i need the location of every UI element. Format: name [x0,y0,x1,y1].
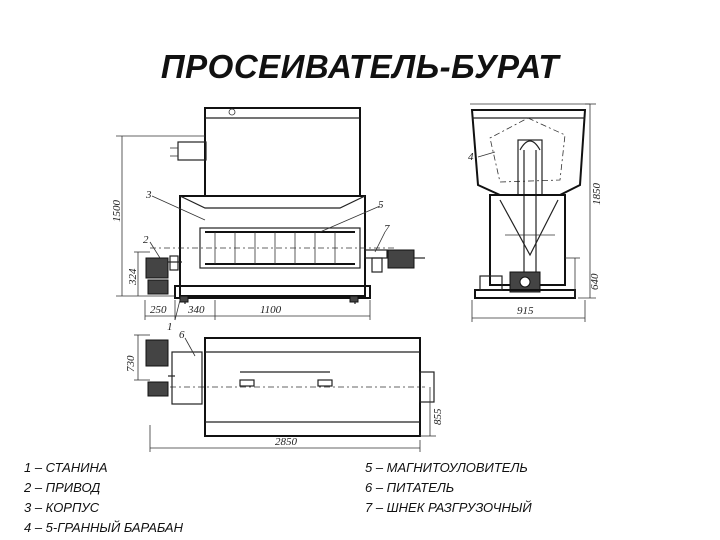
screw-motor [387,249,415,269]
body-korpus [179,195,366,297]
dim-640: 640 [589,273,601,290]
legend-item: 7 – ШНЕК РАЗГРУЗОЧНЫЙ [365,500,532,515]
dim-2850: 2850 [275,436,298,448]
dim-340: 340 [187,304,205,316]
plan-drive [145,339,169,367]
callout-2: 2 [143,234,149,246]
dim-1500: 1500 [111,200,123,223]
dim-1100: 1100 [260,304,282,316]
front-view [116,107,425,321]
legend-item: 6 – ПИТАТЕЛЬ [365,480,455,495]
callout-7: 7 [384,223,390,235]
callout-6: 6 [179,329,185,341]
dim-1850: 1850 [591,183,603,206]
dim-730: 730 [125,355,137,372]
legend-left: 1 – СТАНИНА 2 – ПРИВОД 3 – КОРПУС 4 – 5-… [24,458,183,538]
side-view [470,103,596,322]
dim-855: 855 [432,408,444,425]
callout-4: 4 [468,151,474,163]
callout-5: 5 [378,199,384,211]
dim-915: 915 [517,305,534,317]
upper-housing [204,107,361,197]
callout-3: 3 [145,189,152,201]
side-hopper [470,109,587,196]
diagram-title: ПРОСЕИВАТЕЛЬ-БУРАТ [160,48,560,85]
dim-324: 324 [127,268,139,286]
frame-stanina [174,285,371,299]
plan-view [134,334,436,452]
legend-item: 5 – МАГНИТОУЛОВИТЕЛЬ [365,460,528,475]
drive-motor [145,257,169,279]
callout-1: 1 [167,321,173,333]
legend-item: 1 – СТАНИНА [24,460,108,475]
legend-item: 3 – КОРПУС [24,500,100,515]
legend-right: 5 – МАГНИТОУЛОВИТЕЛЬ 6 – ПИТАТЕЛЬ 7 – ШН… [365,458,532,518]
pentagon-drum [489,117,566,183]
dim-250: 250 [150,304,167,316]
legend-item: 4 – 5-ГРАННЫЙ БАРАБАН [24,520,183,535]
legend-item: 2 – ПРИВОД [24,480,101,495]
plan-feeder [171,351,203,405]
